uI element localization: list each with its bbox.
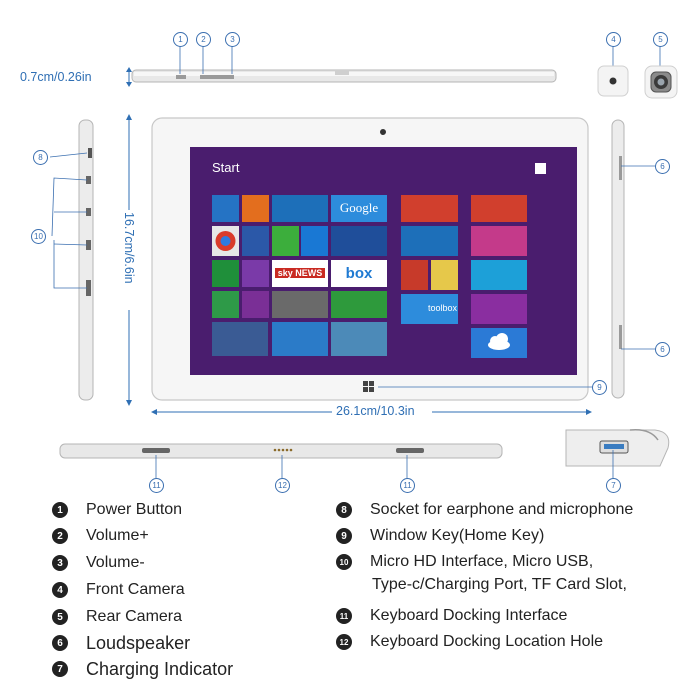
legend-label: Keyboard Docking Interface — [370, 607, 568, 624]
toolbox-tile-label: toolbox — [428, 303, 458, 313]
legend-item-keyboard-docking-hole: 12 Keyboard Docking Location Hole — [336, 631, 603, 653]
legend-item-interfaces-line2: Type-c/Charging Port, TF Card Slot, — [372, 576, 627, 593]
legend-item-window-key: 9 Window Key(Home Key) — [336, 525, 544, 547]
callout-6-top: 6 — [655, 159, 670, 174]
legend-item-keyboard-docking-interface: 11 Keyboard Docking Interface — [336, 605, 567, 627]
legend-item-front-camera: 4 Front Camera — [52, 579, 185, 601]
legend-number: 8 — [336, 502, 352, 518]
front-camera-lens — [380, 129, 386, 135]
legend-item-volume-up: 2 Volume+ — [52, 525, 149, 547]
callout-10: 10 — [31, 229, 46, 244]
legend-number: 2 — [52, 528, 68, 544]
legend-number: 4 — [52, 582, 68, 598]
skynews-tile-label: sky NEWS — [275, 268, 325, 278]
legend-number: 9 — [336, 528, 352, 544]
legend-number: 3 — [52, 555, 68, 571]
legend-label: Volume+ — [86, 527, 149, 544]
google-tile-label: Google — [339, 200, 379, 215]
legend-item-volume-down: 3 Volume- — [52, 552, 145, 574]
callout-8: 8 — [33, 150, 48, 165]
legend-item-interfaces: 10 Micro HD Interface, Micro USB, — [336, 551, 593, 573]
legend-number: 5 — [52, 609, 68, 625]
legend-item-earphone-socket: 8 Socket for earphone and microphone — [336, 499, 633, 521]
tablet-left-edge — [78, 119, 94, 401]
callout-5: 5 — [653, 32, 668, 47]
charging-port-detail — [565, 428, 670, 467]
tablet-right-edge — [611, 119, 625, 399]
width-dimension: 26.1cm/10.3in — [336, 404, 415, 418]
power-button-shape — [176, 75, 186, 79]
tablet-top-edge — [131, 69, 557, 83]
legend-number: 7 — [52, 661, 68, 677]
legend-label: Keyboard Docking Location Hole — [370, 633, 604, 650]
legend-number: 6 — [52, 635, 68, 651]
legend-item-loudspeaker: 6 Loudspeaker — [52, 632, 190, 654]
callout-1: 1 — [173, 32, 188, 47]
legend-item-charging-indicator: 7 Charging Indicator — [52, 658, 233, 680]
callout-11-left: 11 — [149, 478, 164, 493]
legend-label: Loudspeaker — [86, 632, 191, 653]
legend-label: Rear Camera — [86, 608, 183, 625]
callout-9: 9 — [592, 380, 607, 395]
legend-label: Volume- — [86, 554, 145, 571]
callout-11-right: 11 — [400, 478, 415, 493]
callout-4: 4 — [606, 32, 621, 47]
legend-item-rear-camera: 5 Rear Camera — [52, 606, 182, 628]
legend-label: Charging Indicator — [86, 658, 234, 679]
callout-2: 2 — [196, 32, 211, 47]
start-label: Start — [212, 160, 240, 175]
legend-label: Window Key(Home Key) — [370, 527, 545, 544]
legend-label: Micro HD Interface, Micro USB, — [370, 553, 594, 570]
height-dimension: 16.7cm/6.6in — [122, 212, 136, 284]
thickness-dimension: 0.7cm/0.26in — [20, 70, 92, 84]
rear-camera-detail — [644, 65, 678, 99]
volume-rocker-shape — [200, 75, 234, 79]
legend-number: 10 — [336, 554, 352, 570]
tile-grid — [212, 163, 546, 358]
legend-item-power-button: 1 Power Button — [52, 499, 182, 521]
callout-12: 12 — [275, 478, 290, 493]
tablet-bottom-edge — [59, 443, 503, 459]
legend-number: 11 — [336, 608, 352, 624]
callout-6-bottom: 6 — [655, 342, 670, 357]
front-camera-detail — [597, 65, 629, 97]
callout-3: 3 — [225, 32, 240, 47]
legend-number: 1 — [52, 502, 68, 518]
callout-7: 7 — [606, 478, 621, 493]
legend-label: Socket for earphone and microphone — [370, 501, 634, 518]
legend-label: Front Camera — [86, 581, 185, 598]
box-tile-label: box — [345, 265, 373, 282]
windows-key — [363, 381, 374, 392]
legend-number: 12 — [336, 634, 352, 650]
legend-label: Power Button — [86, 501, 183, 518]
